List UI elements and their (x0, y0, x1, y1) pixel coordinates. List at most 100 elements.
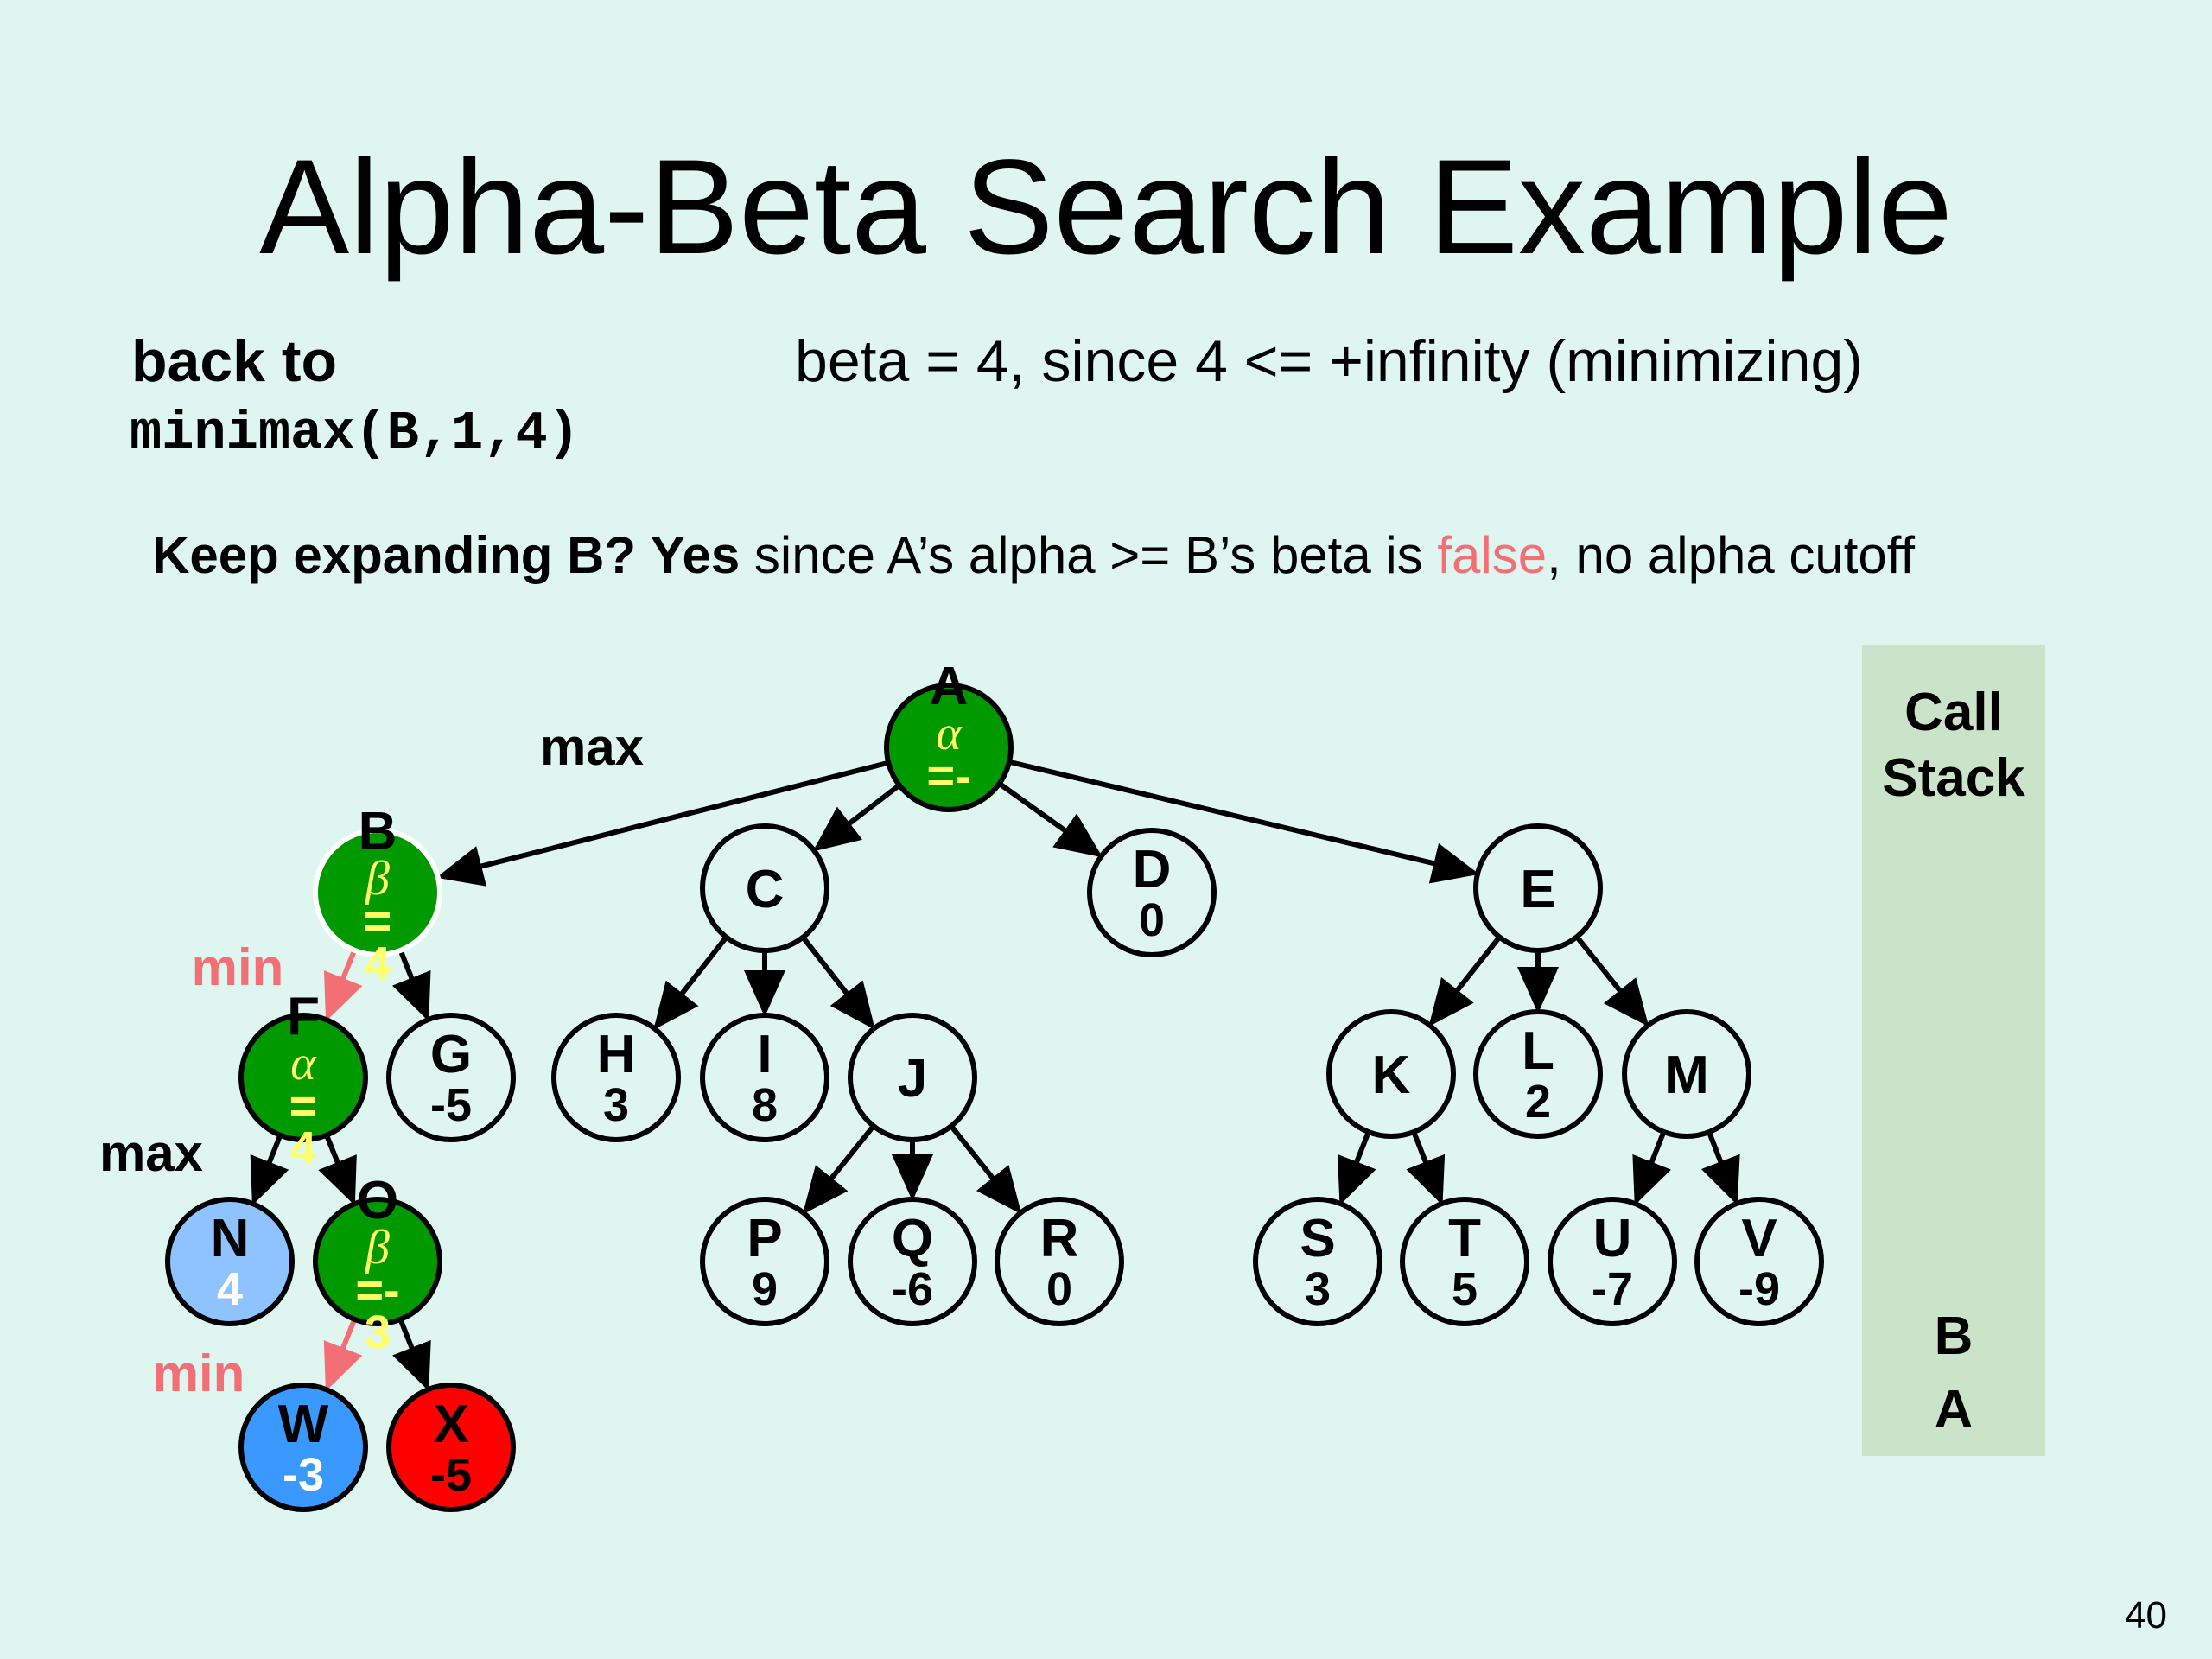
node-circle (848, 1197, 977, 1326)
current-call: minimax(B,1,4) (130, 403, 580, 464)
edge-A-E (1008, 759, 1479, 884)
node-letter: K (1372, 1046, 1411, 1105)
tree-node-O: Oβ=-3 (313, 1171, 442, 1358)
edge-B-G (391, 949, 431, 1021)
edge-O-X (392, 1318, 431, 1391)
node-letter: C (746, 860, 785, 919)
tree-node-R: R0 (995, 1197, 1124, 1326)
node-letter: R (1040, 1209, 1079, 1268)
tree-node-D: D0 (1087, 828, 1217, 957)
node-circle (313, 828, 442, 957)
node-circle (848, 1013, 977, 1142)
call-stack-item: B (1934, 1306, 1974, 1366)
node-letter: G (430, 1025, 472, 1084)
node-annot-eq: = (364, 893, 392, 948)
node-value: 8 (752, 1079, 778, 1131)
edge-A-B (435, 760, 889, 887)
edge-A-D (997, 781, 1103, 858)
node-letter: W (278, 1395, 329, 1454)
node-letter: O (357, 1171, 398, 1230)
tree-node-V: V-9 (1694, 1197, 1824, 1326)
edge-M-U (1632, 1130, 1671, 1205)
edge-J-P (802, 1124, 876, 1215)
tree-node-F: Fα=4 (238, 987, 368, 1174)
edge-K-T (1406, 1130, 1446, 1205)
node-circle (1694, 1197, 1824, 1326)
node-letter: F (287, 987, 320, 1046)
node-circle (386, 1013, 516, 1142)
node-circle (165, 1197, 295, 1326)
node-letter: M (1664, 1046, 1709, 1105)
edge-C-J (800, 935, 875, 1030)
node-value: -9 (1738, 1263, 1780, 1315)
tree-node-X: X-5 (386, 1382, 516, 1512)
node-circle (700, 1197, 830, 1326)
node-circle (700, 823, 830, 953)
tree-node-L: L2 (1473, 1009, 1603, 1139)
tree-node-J: J (848, 1013, 977, 1142)
tree-node-E: E (1473, 823, 1603, 953)
tree-node-T: T5 (1400, 1197, 1529, 1326)
node-letter: H (597, 1025, 636, 1084)
node-circle (995, 1197, 1124, 1326)
node-value: 0 (1046, 1263, 1072, 1315)
node-letter: I (757, 1025, 772, 1084)
tree-node-H: H3 (551, 1013, 681, 1142)
edge-F-N (250, 1134, 289, 1205)
node-letter: L (1522, 1021, 1554, 1081)
node-letter: Q (892, 1209, 933, 1268)
tree-node-C: C (700, 823, 830, 953)
node-circle (1622, 1009, 1751, 1139)
node-value: 9 (752, 1263, 778, 1315)
node-letter: P (747, 1209, 782, 1268)
node-circle (313, 1197, 442, 1326)
slide-title: Alpha-Beta Search Example (259, 132, 1953, 283)
tree-node-Q: Q-6 (848, 1197, 977, 1326)
node-circle (884, 683, 1014, 812)
call-stack-item: A (1934, 1380, 1974, 1440)
node-annot-symbol: β (365, 1221, 390, 1274)
tree-node-N: N4 (165, 1197, 295, 1326)
node-letter: T (1448, 1209, 1481, 1268)
node-value: 3 (1305, 1263, 1331, 1315)
node-annot-value: 3 (365, 1306, 391, 1358)
node-value: -3 (283, 1449, 324, 1501)
tree-node-I: I8 (700, 1013, 830, 1142)
node-letter: S (1300, 1209, 1335, 1268)
node-circle (1087, 828, 1217, 957)
edge-F-O (318, 1134, 357, 1206)
node-letter: E (1520, 860, 1555, 919)
call-stack-title: Call Stack (1862, 680, 2045, 811)
beta-note: beta = 4, since 4 <= +infinity (minimizi… (795, 328, 1863, 394)
node-annot-eq: =- (355, 1262, 399, 1317)
edge-A-C (812, 783, 901, 852)
tree-node-W: W-3 (238, 1382, 368, 1512)
call-stack-title-line1: Call (1904, 683, 2003, 742)
edge-B-F (323, 949, 363, 1022)
node-value: 0 (1139, 894, 1165, 946)
node-letter: J (898, 1049, 927, 1109)
node-letter: A (930, 657, 969, 716)
node-value: -7 (1592, 1263, 1633, 1315)
page-number: 40 (2125, 1594, 2167, 1637)
keep-question: Keep expanding B? (152, 526, 637, 584)
node-annot-value: 4 (290, 1122, 316, 1174)
keep-answer: Yes (650, 526, 741, 584)
node-circle (1473, 1009, 1603, 1139)
node-circle (700, 1013, 830, 1142)
edge-M-V (1700, 1131, 1740, 1205)
node-value: -5 (430, 1079, 472, 1131)
node-annot-symbol: α (936, 707, 963, 760)
node-circle (1473, 823, 1603, 953)
edge-J-R (949, 1124, 1022, 1215)
node-value: 3 (603, 1079, 629, 1131)
level-label-max: max (99, 1124, 203, 1182)
level-label-max: max (540, 718, 644, 776)
tree-node-M: M (1622, 1009, 1751, 1139)
edge-C-H (653, 935, 728, 1030)
tree-node-S: S3 (1253, 1197, 1382, 1326)
node-circle (551, 1013, 681, 1142)
node-annot-symbol: α (290, 1037, 317, 1090)
tree-node-P: P9 (700, 1197, 830, 1326)
tree-node-B: Bβ=4 (313, 802, 442, 989)
